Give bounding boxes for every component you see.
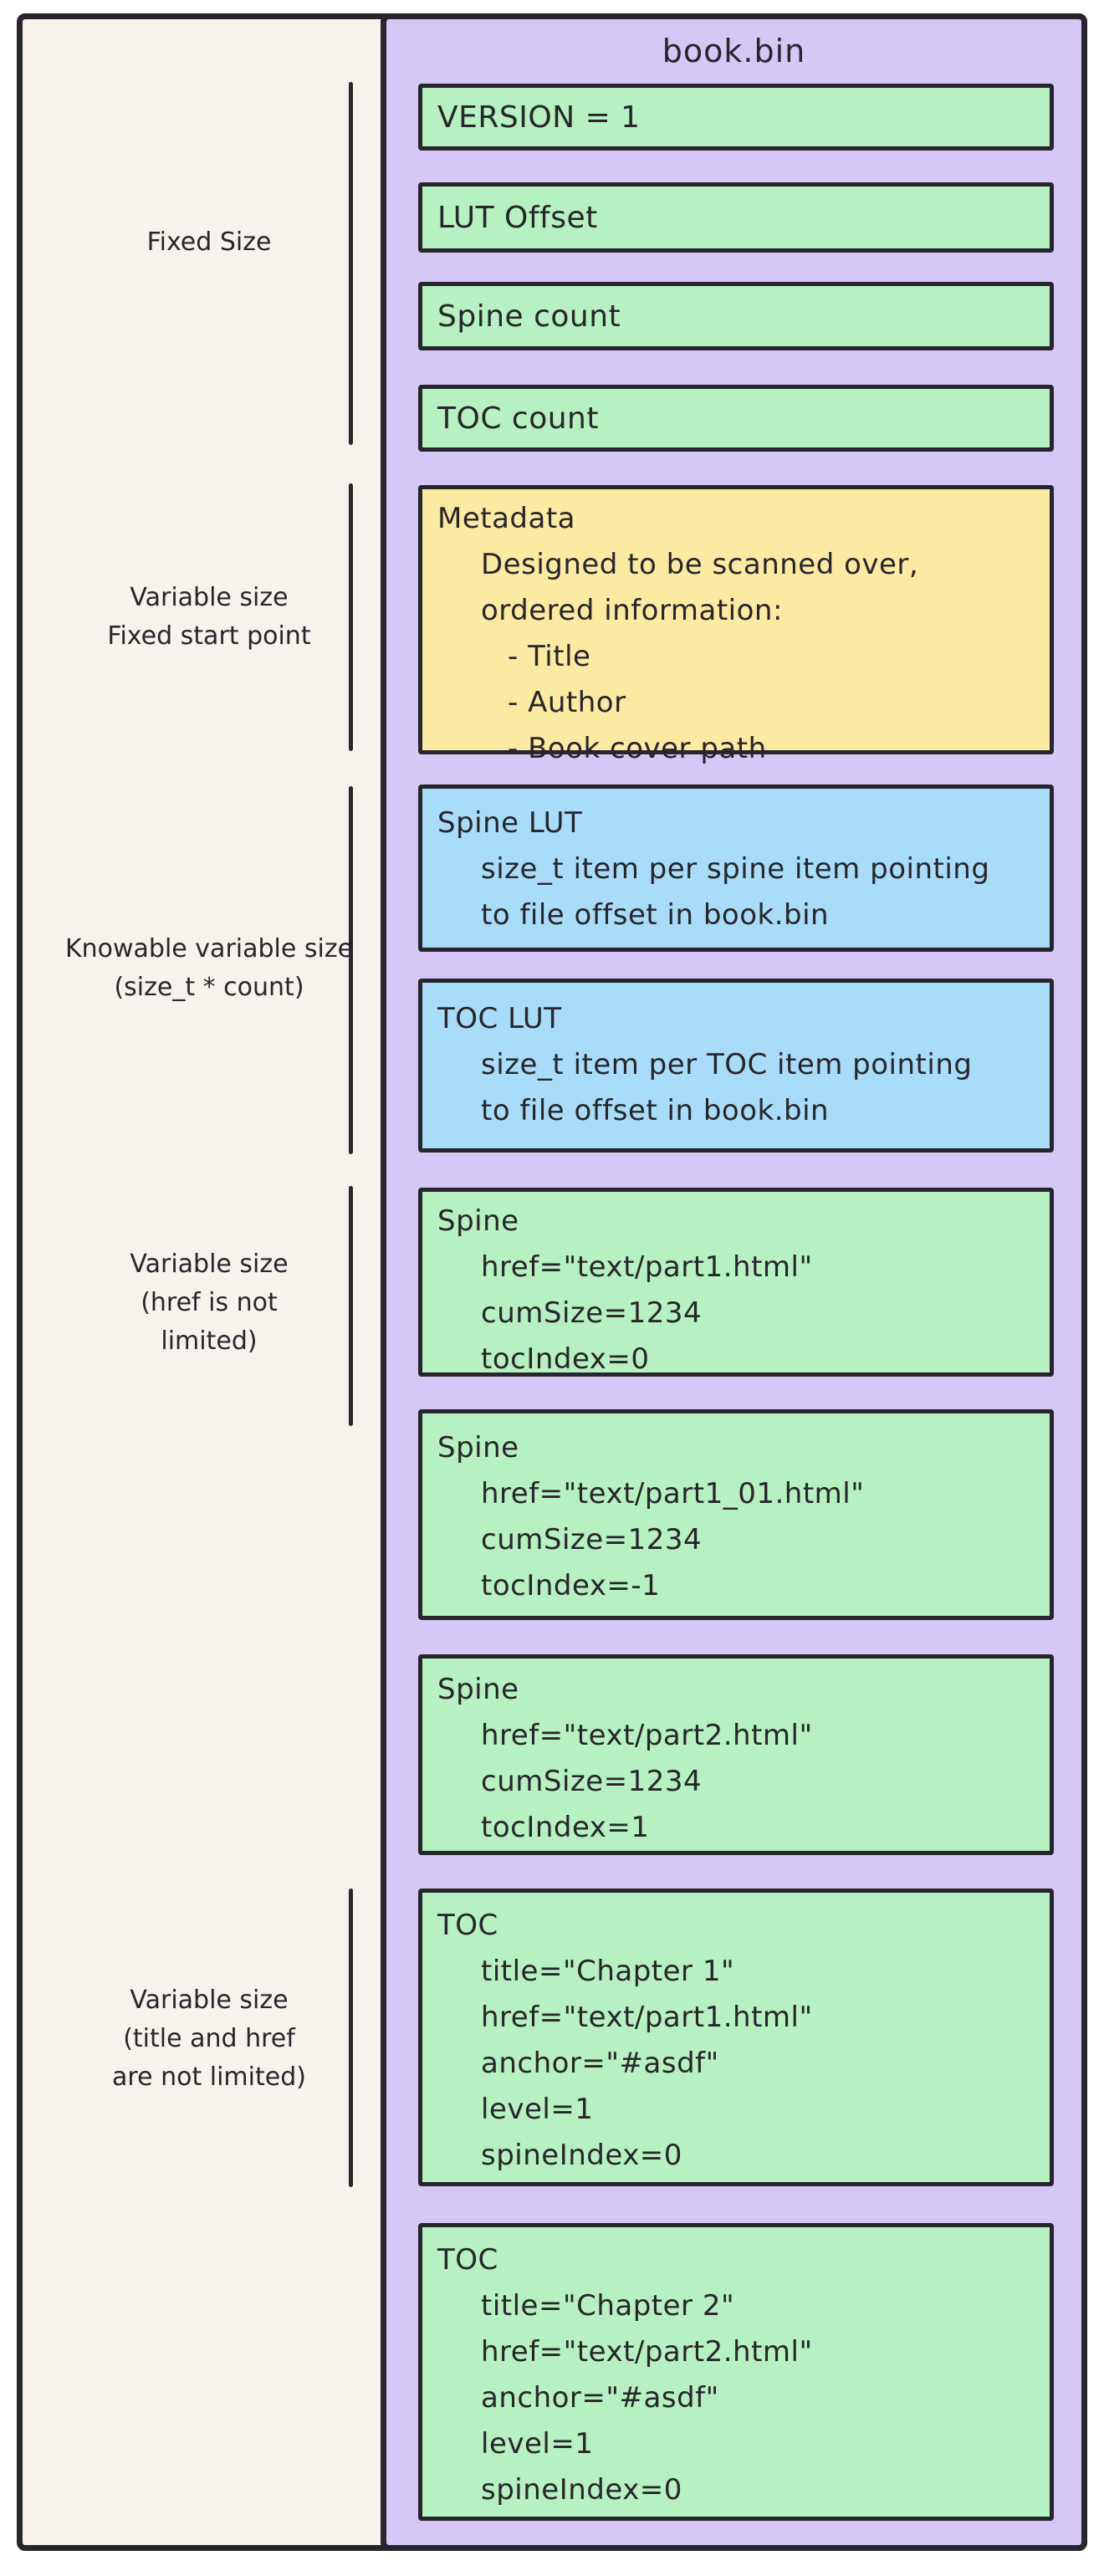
box-line: spineIndex=0 (481, 2139, 682, 2172)
box-title: Metadata (437, 502, 576, 535)
box-line: spineIndex=0 (481, 2473, 682, 2507)
box-line: size_t item per TOC item pointing (481, 1048, 973, 1081)
box-title: Spine (437, 1431, 519, 1464)
box-metadata: Metadata Designed to be scanned over, or… (418, 485, 1054, 765)
label-line: (size_t * count) (114, 973, 304, 1002)
section-label-variable-size-title-href: Variable size (title and href are not li… (42, 1981, 376, 2097)
label-line: Variable size (130, 1986, 289, 2015)
box-line: href="text/part2.html" (481, 1719, 813, 1752)
box-title: TOC LUT (437, 1002, 562, 1035)
box-line: anchor="#asdf" (481, 2047, 719, 2080)
label-line: are not limited) (112, 2062, 306, 2092)
column-title: book.bin (662, 33, 806, 69)
box-spine-lut: Spine LUT size_t item per spine item poi… (418, 785, 1054, 952)
box-spine-entry: Spine href="text/part1_01.html" cumSize=… (418, 1409, 1054, 1620)
box-line: tocIndex=1 (481, 1811, 650, 1844)
box-title: Spine LUT (437, 806, 583, 840)
box-line: - Title (508, 640, 591, 673)
box-line: anchor="#asdf" (481, 2381, 719, 2415)
box-toc-entry: TOC title="Chapter 1" href="text/part1.h… (418, 1889, 1054, 2186)
box-line: level=1 (481, 2093, 594, 2126)
box-line: to file offset in book.bin (481, 898, 830, 932)
label-line: Fixed start point (107, 621, 311, 651)
box-toc-count: TOC count (418, 385, 1054, 452)
box-title: TOC count (437, 401, 599, 436)
box-title: VERSION = 1 (437, 100, 641, 135)
bracket-variable-size-href (349, 1186, 353, 1426)
bracket-knowable-variable-size (349, 786, 353, 1154)
bracket-variable-size-fixed-start (349, 483, 353, 751)
box-line: cumSize=1234 (481, 1296, 703, 1330)
label-line: Knowable variable size (64, 934, 354, 963)
box-line: href="text/part1.html" (481, 2001, 813, 2034)
box-title: LUT Offset (437, 200, 598, 235)
box-line: tocIndex=0 (481, 1342, 650, 1376)
box-lut-offset: LUT Offset (418, 182, 1054, 253)
label-line: (href is not (141, 1288, 278, 1317)
section-label-knowable-variable-size: Knowable variable size (size_t * count) (42, 930, 376, 1007)
box-title: TOC (437, 1909, 498, 1942)
bracket-variable-size-title-href (349, 1889, 353, 2187)
label-line: (title and href (123, 2024, 295, 2053)
label-line: limited) (161, 1326, 258, 1356)
box-line: cumSize=1234 (481, 1765, 703, 1798)
section-label-fixed-size: Fixed Size (42, 223, 376, 262)
box-line: to file offset in book.bin (481, 1094, 830, 1127)
box-line: href="text/part2.html" (481, 2335, 813, 2369)
label-line: Variable size (130, 1250, 289, 1279)
box-title: TOC (437, 2243, 498, 2277)
bracket-fixed-size (349, 82, 353, 445)
box-spine-entry: Spine href="text/part2.html" cumSize=123… (418, 1654, 1054, 1855)
box-title: Spine (437, 1204, 519, 1238)
box-title: Spine count (437, 299, 621, 334)
box-spine-count: Spine count (418, 282, 1054, 350)
box-toc-entry: TOC title="Chapter 2" href="text/part2.h… (418, 2223, 1054, 2521)
box-line: level=1 (481, 2427, 594, 2461)
box-line: Designed to be scanned over, (481, 548, 919, 581)
box-line: ordered information: (481, 594, 783, 627)
box-version: VERSION = 1 (418, 84, 1054, 151)
section-label-variable-size-href: Variable size (href is not limited) (42, 1245, 376, 1361)
label-line: Variable size (130, 583, 289, 612)
box-toc-lut: TOC LUT size_t item per TOC item pointin… (418, 979, 1054, 1153)
box-line: href="text/part1.html" (481, 1250, 813, 1284)
box-line: title="Chapter 2" (481, 2289, 735, 2323)
box-line: title="Chapter 1" (481, 1955, 735, 1988)
box-line: cumSize=1234 (481, 1523, 703, 1556)
box-title: Spine (437, 1673, 519, 1706)
label-line: Fixed Size (146, 227, 272, 257)
box-spine-entry: Spine href="text/part1.html" cumSize=123… (418, 1188, 1054, 1377)
section-label-variable-size-fixed-start: Variable size Fixed start point (42, 579, 376, 656)
box-line: size_t item per spine item pointing (481, 852, 990, 886)
box-line: - Book cover path (508, 732, 767, 765)
box-line: tocIndex=-1 (481, 1569, 661, 1602)
box-line: - Author (508, 686, 626, 719)
box-line: href="text/part1_01.html" (481, 1477, 865, 1510)
